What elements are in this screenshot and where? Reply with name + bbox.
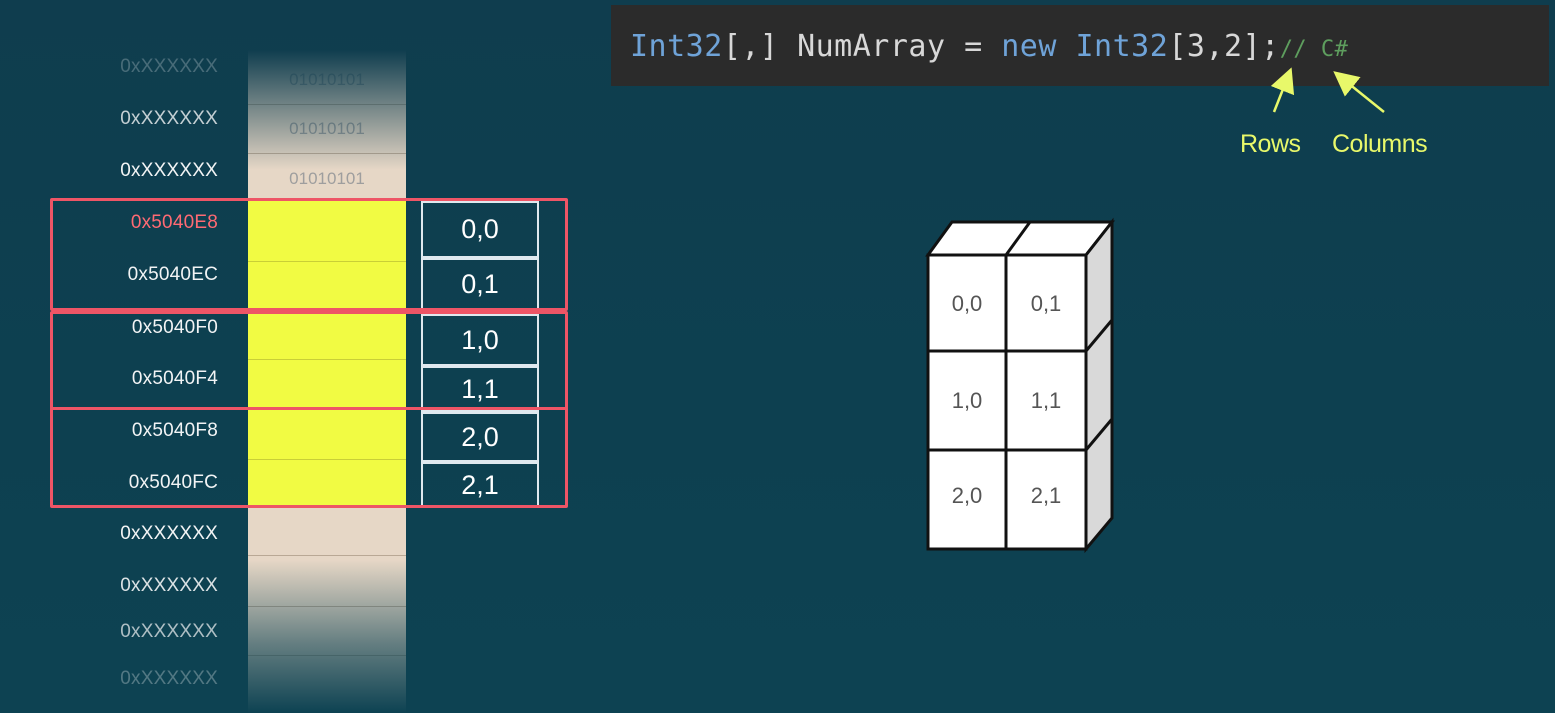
memory-fade-top	[248, 50, 406, 170]
code-cols-value: 2	[1224, 29, 1243, 64]
memory-cell-highlighted	[248, 314, 406, 360]
index-box-2-0: 2,0	[421, 412, 539, 462]
cube-cell-label: 2,1	[1031, 483, 1062, 508]
memory-address: 0xXXXXXX	[120, 523, 218, 544]
row-group-2	[50, 407, 568, 508]
cube-cell-2-1	[1004, 448, 1088, 551]
code-type-2: Int32	[1075, 29, 1169, 64]
cube-side-face	[1084, 217, 1114, 554]
code-line: Int32[,] NumArray = new Int32[3,2];// C#	[630, 29, 1348, 64]
memory-divider	[248, 555, 406, 556]
memory-cell-highlighted	[248, 262, 406, 314]
rows-arrow	[1270, 67, 1295, 113]
cube-cell-label: 2,0	[952, 483, 983, 508]
memory-address: 0xXXXXXX	[120, 160, 218, 181]
memory-address: 0x5040FC	[128, 472, 218, 493]
cube-cell-label: 0,1	[1031, 291, 1062, 316]
memory-address: 0x5040F8	[131, 420, 218, 441]
memory-cell-highlighted	[248, 201, 406, 262]
cube-cell-1-0	[926, 349, 1008, 452]
memory-address: 0x5040F4	[131, 368, 218, 389]
columns-arrow	[1333, 71, 1385, 113]
code-type: Int32	[630, 29, 723, 64]
index-box-1-1: 1,1	[421, 366, 539, 412]
memory-cell-highlighted	[248, 410, 406, 460]
memory-address-start: 0x5040E8	[130, 212, 218, 233]
memory-address: 0xXXXXXX	[120, 56, 218, 77]
row-group-0	[50, 198, 568, 311]
code-var-name: NumArray	[797, 29, 946, 64]
memory-bits: 01010101	[289, 169, 365, 188]
code-comment: // C#	[1279, 37, 1349, 62]
index-box-0-1: 0,1	[421, 258, 539, 310]
code-decl-brackets: [,]	[722, 29, 779, 64]
code-close: ];	[1242, 29, 1280, 64]
code-new-keyword: new	[1001, 29, 1057, 64]
cube-side-divider	[1084, 319, 1114, 352]
index-box-0-0: 0,0	[421, 201, 539, 258]
code-rows-value: 3	[1186, 29, 1206, 64]
memory-address: 0xXXXXXX	[120, 668, 218, 689]
code-equals: =	[964, 29, 983, 64]
cube-cell-label: 1,1	[1031, 388, 1062, 413]
memory-address: 0xXXXXXX	[120, 108, 218, 129]
memory-address: 0x5040F0	[131, 317, 218, 338]
memory-address: 0x5040EC	[127, 264, 218, 285]
code-banner	[611, 5, 1549, 86]
index-box-1-0: 1,0	[421, 314, 539, 366]
memory-fade-bottom	[248, 560, 406, 713]
memory-address: 0xXXXXXX	[120, 621, 218, 642]
cube-cell-label: 1,0	[952, 388, 983, 413]
rows-label: Rows	[1240, 130, 1301, 158]
cube-top-face	[925, 220, 1116, 257]
cube-side-divider	[1084, 418, 1114, 451]
memory-address: 0xXXXXXX	[120, 575, 218, 596]
cube-cell-label: 0,0	[952, 291, 983, 316]
cube-top-divider	[1004, 221, 1032, 256]
code-open-bracket: [	[1168, 29, 1187, 64]
code-comma: ,	[1205, 29, 1224, 64]
cube-cell-1-1	[1004, 349, 1088, 452]
columns-label: Columns	[1332, 130, 1428, 158]
